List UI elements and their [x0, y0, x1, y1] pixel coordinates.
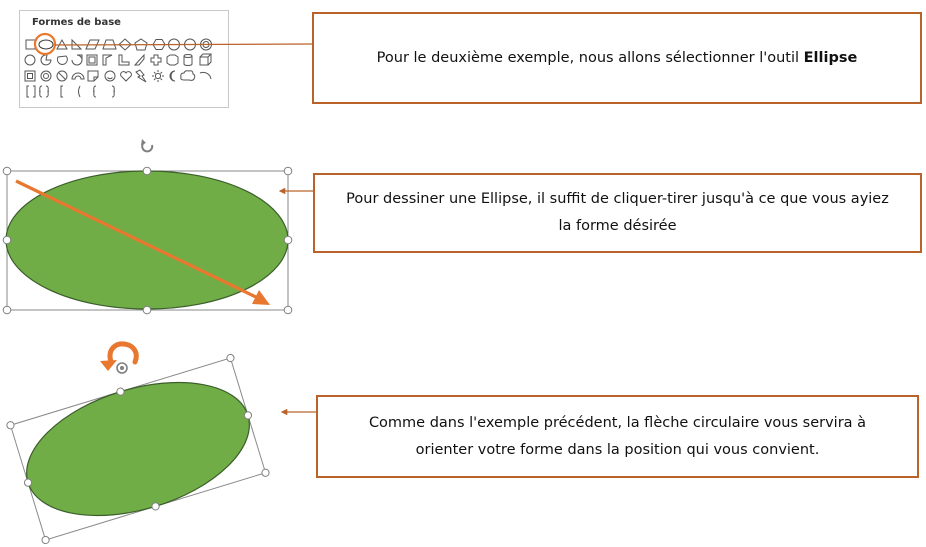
callout-1-text-bold: Ellipse [803, 49, 858, 66]
half-frame-shape-icon[interactable] [102, 54, 113, 66]
rotated-selection-handles[interactable] [6, 353, 270, 545]
callout-3-line-2: orienter votre forme dans la position qu… [415, 441, 820, 458]
rotate-handle-icon[interactable] [141, 139, 154, 153]
drawn-ellipse-example[interactable] [2, 139, 293, 315]
teardrop-shape-icon[interactable] [71, 54, 83, 66]
diamond-shape-icon[interactable] [118, 38, 132, 51]
drag-direction-arrow [15, 179, 270, 305]
arc-shape-icon[interactable] [199, 71, 212, 80]
cube-shape-icon[interactable] [199, 53, 212, 66]
bracket-shapes-row[interactable] [26, 85, 115, 98]
lightning-bolt-icon[interactable] [135, 69, 147, 83]
smiley-face-icon[interactable] [104, 70, 116, 82]
rotated-ellipse-example[interactable] [6, 341, 270, 545]
circular-arrow-icon [100, 341, 139, 371]
moon-shape-icon[interactable] [169, 70, 176, 82]
parallelogram-shape-icon[interactable] [85, 39, 100, 50]
donut-shape-icon[interactable] [40, 70, 52, 82]
l-shape-icon[interactable] [118, 54, 130, 66]
rotate-handle-icon[interactable] [116, 362, 128, 374]
ellipse-tool-icon[interactable] [38, 39, 54, 50]
frame-shape-icon[interactable] [86, 54, 98, 66]
can-shape-icon[interactable] [183, 54, 193, 66]
shapes-gallery-panel: Formes de base [19, 10, 229, 108]
sun-shape-icon[interactable] [152, 70, 164, 82]
dodecagon-shape-icon[interactable] [24, 54, 36, 66]
callout-2-line-2: la forme désirée [558, 218, 677, 234]
callout-2-text: Pour dessiner une Ellipse, il suffit de … [346, 186, 889, 240]
pentagon-shape-icon[interactable] [134, 38, 148, 51]
cross-shape-icon[interactable] [150, 54, 162, 66]
callout-3-text: Comme dans l'exemple précédent, la flèch… [369, 410, 866, 464]
callout-draw-ellipse: Pour dessiner une Ellipse, il suffit de … [313, 173, 922, 253]
cloud-shape-icon[interactable] [180, 70, 196, 81]
block-arc-shape-icon[interactable] [71, 72, 85, 80]
callout-rotate-shape: Comme dans l'exemple précédent, la flèch… [316, 395, 919, 478]
folded-corner-shape-icon[interactable] [87, 70, 99, 82]
chord-shape-icon[interactable] [56, 55, 68, 65]
no-symbol-shape-icon[interactable] [56, 70, 68, 82]
shapes-gallery-title: Formes de base [32, 17, 121, 28]
diagonal-stripe-shape-icon[interactable] [133, 53, 145, 66]
pie-shape-icon[interactable] [40, 54, 52, 66]
connector-to-first-callout [33, 32, 313, 56]
callout-1-text-regular: Pour le deuxième exemple, nous allons sé… [376, 49, 804, 66]
callout-3-line-1: Comme dans l'exemple précédent, la flèch… [368, 414, 867, 431]
callout-2-line-1: Pour dessiner une Ellipse, il suffit de … [346, 191, 889, 207]
callout-select-ellipse-tool: Pour le deuxième exemple, nous allons sé… [312, 12, 922, 104]
trapezoid-shape-icon[interactable] [102, 39, 117, 50]
bevel-shape-icon[interactable] [24, 70, 36, 82]
plaque-shape-icon[interactable] [166, 54, 179, 66]
selection-handles[interactable] [2, 166, 293, 315]
callout-1-text: Pour le deuxième exemple, nous allons sé… [377, 45, 858, 72]
heart-shape-icon[interactable] [120, 71, 132, 82]
